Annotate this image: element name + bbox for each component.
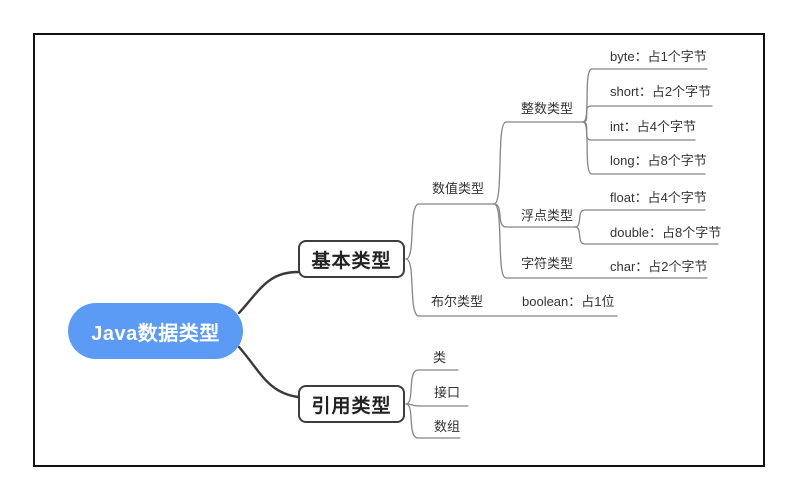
node-root-label: Java数据类型 bbox=[91, 322, 220, 345]
node-boolean-type[interactable]: 布尔类型 bbox=[431, 294, 484, 309]
node-interface[interactable]: 接口 bbox=[434, 385, 461, 400]
node-floating-type[interactable]: 浮点类型 bbox=[521, 208, 574, 223]
node-short[interactable]: short：占2个字节 bbox=[610, 84, 712, 99]
node-integer-type[interactable]: 整数类型 bbox=[521, 101, 574, 116]
node-numeric-type[interactable]: 数值类型 bbox=[432, 181, 485, 196]
node-byte[interactable]: byte：占1个字节 bbox=[610, 49, 707, 64]
node-float[interactable]: float：占4个字节 bbox=[610, 190, 707, 205]
node-double[interactable]: double：占8个字节 bbox=[610, 225, 722, 240]
node-basic-types[interactable]: 基本类型 bbox=[298, 240, 405, 278]
node-array[interactable]: 数组 bbox=[434, 419, 461, 434]
node-int[interactable]: int：占4个字节 bbox=[610, 119, 696, 134]
node-char[interactable]: char：占2个字节 bbox=[610, 259, 708, 274]
node-class[interactable]: 类 bbox=[433, 350, 447, 365]
node-root[interactable]: Java数据类型 bbox=[68, 303, 243, 359]
canvas-border bbox=[33, 33, 765, 467]
node-reference-types[interactable]: 引用类型 bbox=[298, 385, 405, 423]
node-boolean-value[interactable]: boolean：占1位 bbox=[522, 294, 615, 309]
node-basic-types-label: 基本类型 bbox=[311, 250, 392, 272]
node-character-type[interactable]: 字符类型 bbox=[521, 256, 574, 271]
node-long[interactable]: long：占8个字节 bbox=[610, 153, 707, 168]
node-reference-types-label: 引用类型 bbox=[311, 395, 392, 417]
